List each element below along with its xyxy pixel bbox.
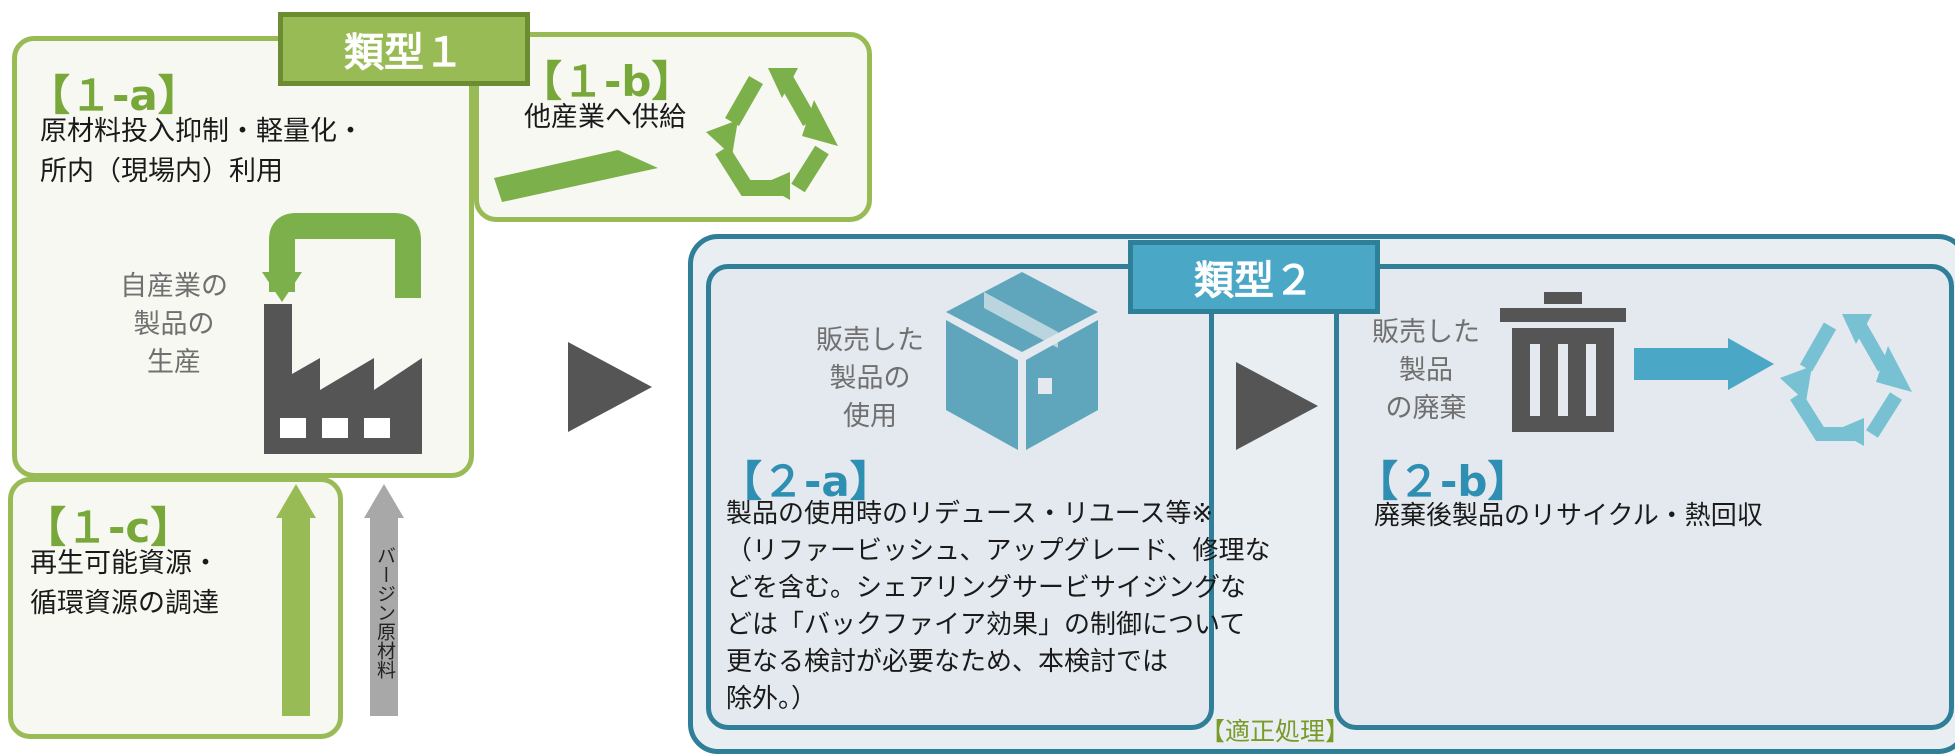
text-1b: 他産業へ供給 bbox=[524, 102, 686, 133]
procurement-arrow bbox=[276, 484, 316, 716]
text-2a-line6: 除外。） bbox=[726, 684, 818, 714]
virgin-material-arrow bbox=[364, 484, 404, 716]
text-2a-line5: 更なる検討が必要なため、本検討では bbox=[726, 647, 1169, 677]
factory-icon bbox=[264, 304, 422, 454]
type2-label: 類型２ bbox=[1128, 240, 1380, 314]
text-1c-line1: 再生可能資源・ bbox=[30, 548, 219, 579]
caption-2b-line3: の廃棄 bbox=[1385, 393, 1467, 424]
trash-can-icon bbox=[1500, 292, 1626, 432]
text-2a-line1: 製品の使用時のリデュース・リユース等※ bbox=[726, 499, 1214, 529]
flow-arrow-2 bbox=[1236, 362, 1318, 450]
text-2a-line3: どを含む。シェアリングサービサイジングな bbox=[726, 573, 1247, 603]
tag-1a: 【１-a】 bbox=[28, 71, 200, 120]
recycle-icon-green bbox=[706, 68, 838, 200]
box-2b bbox=[1334, 264, 1954, 730]
text-1a-line1: 原材料投入抑制・軽量化・ bbox=[40, 116, 364, 147]
flow-arrow-1 bbox=[568, 342, 652, 432]
text-2a-line2: （リファービッシュ、アップグレード、修理な bbox=[726, 536, 1271, 566]
virgin-material-label: バージン原材料 bbox=[374, 546, 396, 679]
caption-2a-line1: 販売した bbox=[816, 325, 924, 356]
tag-1c: 【１-c】 bbox=[24, 503, 193, 552]
text-2a-line4: どは「バックファイア効果」の制御について bbox=[726, 610, 1246, 640]
reuse-arrow-icon bbox=[262, 213, 421, 302]
caption-2a-line2: 製品の bbox=[829, 363, 911, 394]
caption-2a-line3: 使用 bbox=[843, 401, 897, 432]
caption-1a-line3: 生産 bbox=[147, 347, 201, 378]
caption-2b-line1: 販売した bbox=[1372, 317, 1480, 348]
proper-treatment-label: 【適正処理】 bbox=[1200, 717, 1351, 746]
text-2b: 廃棄後製品のリサイクル・熱回収 bbox=[1374, 501, 1763, 531]
recycle-flow-arrow bbox=[1634, 338, 1774, 390]
box-icon bbox=[946, 272, 1098, 450]
text-1c-line2: 循環資源の調達 bbox=[30, 588, 219, 619]
tag-2b: 【２-b】 bbox=[1356, 457, 1530, 506]
tag-1b: 【１-b】 bbox=[520, 57, 694, 106]
tag-2a: 【２-a】 bbox=[720, 457, 892, 506]
caption-1a-line2: 製品の bbox=[133, 309, 215, 340]
type1-label: 類型１ bbox=[278, 12, 530, 86]
recycle-icon-blue bbox=[1780, 314, 1912, 446]
supply-arrow bbox=[494, 150, 658, 202]
text-1a-line2: 所内（現場内）利用 bbox=[40, 156, 283, 187]
caption-1a-line1: 自産業の bbox=[120, 271, 228, 302]
caption-2b-line2: 製品 bbox=[1399, 355, 1453, 386]
